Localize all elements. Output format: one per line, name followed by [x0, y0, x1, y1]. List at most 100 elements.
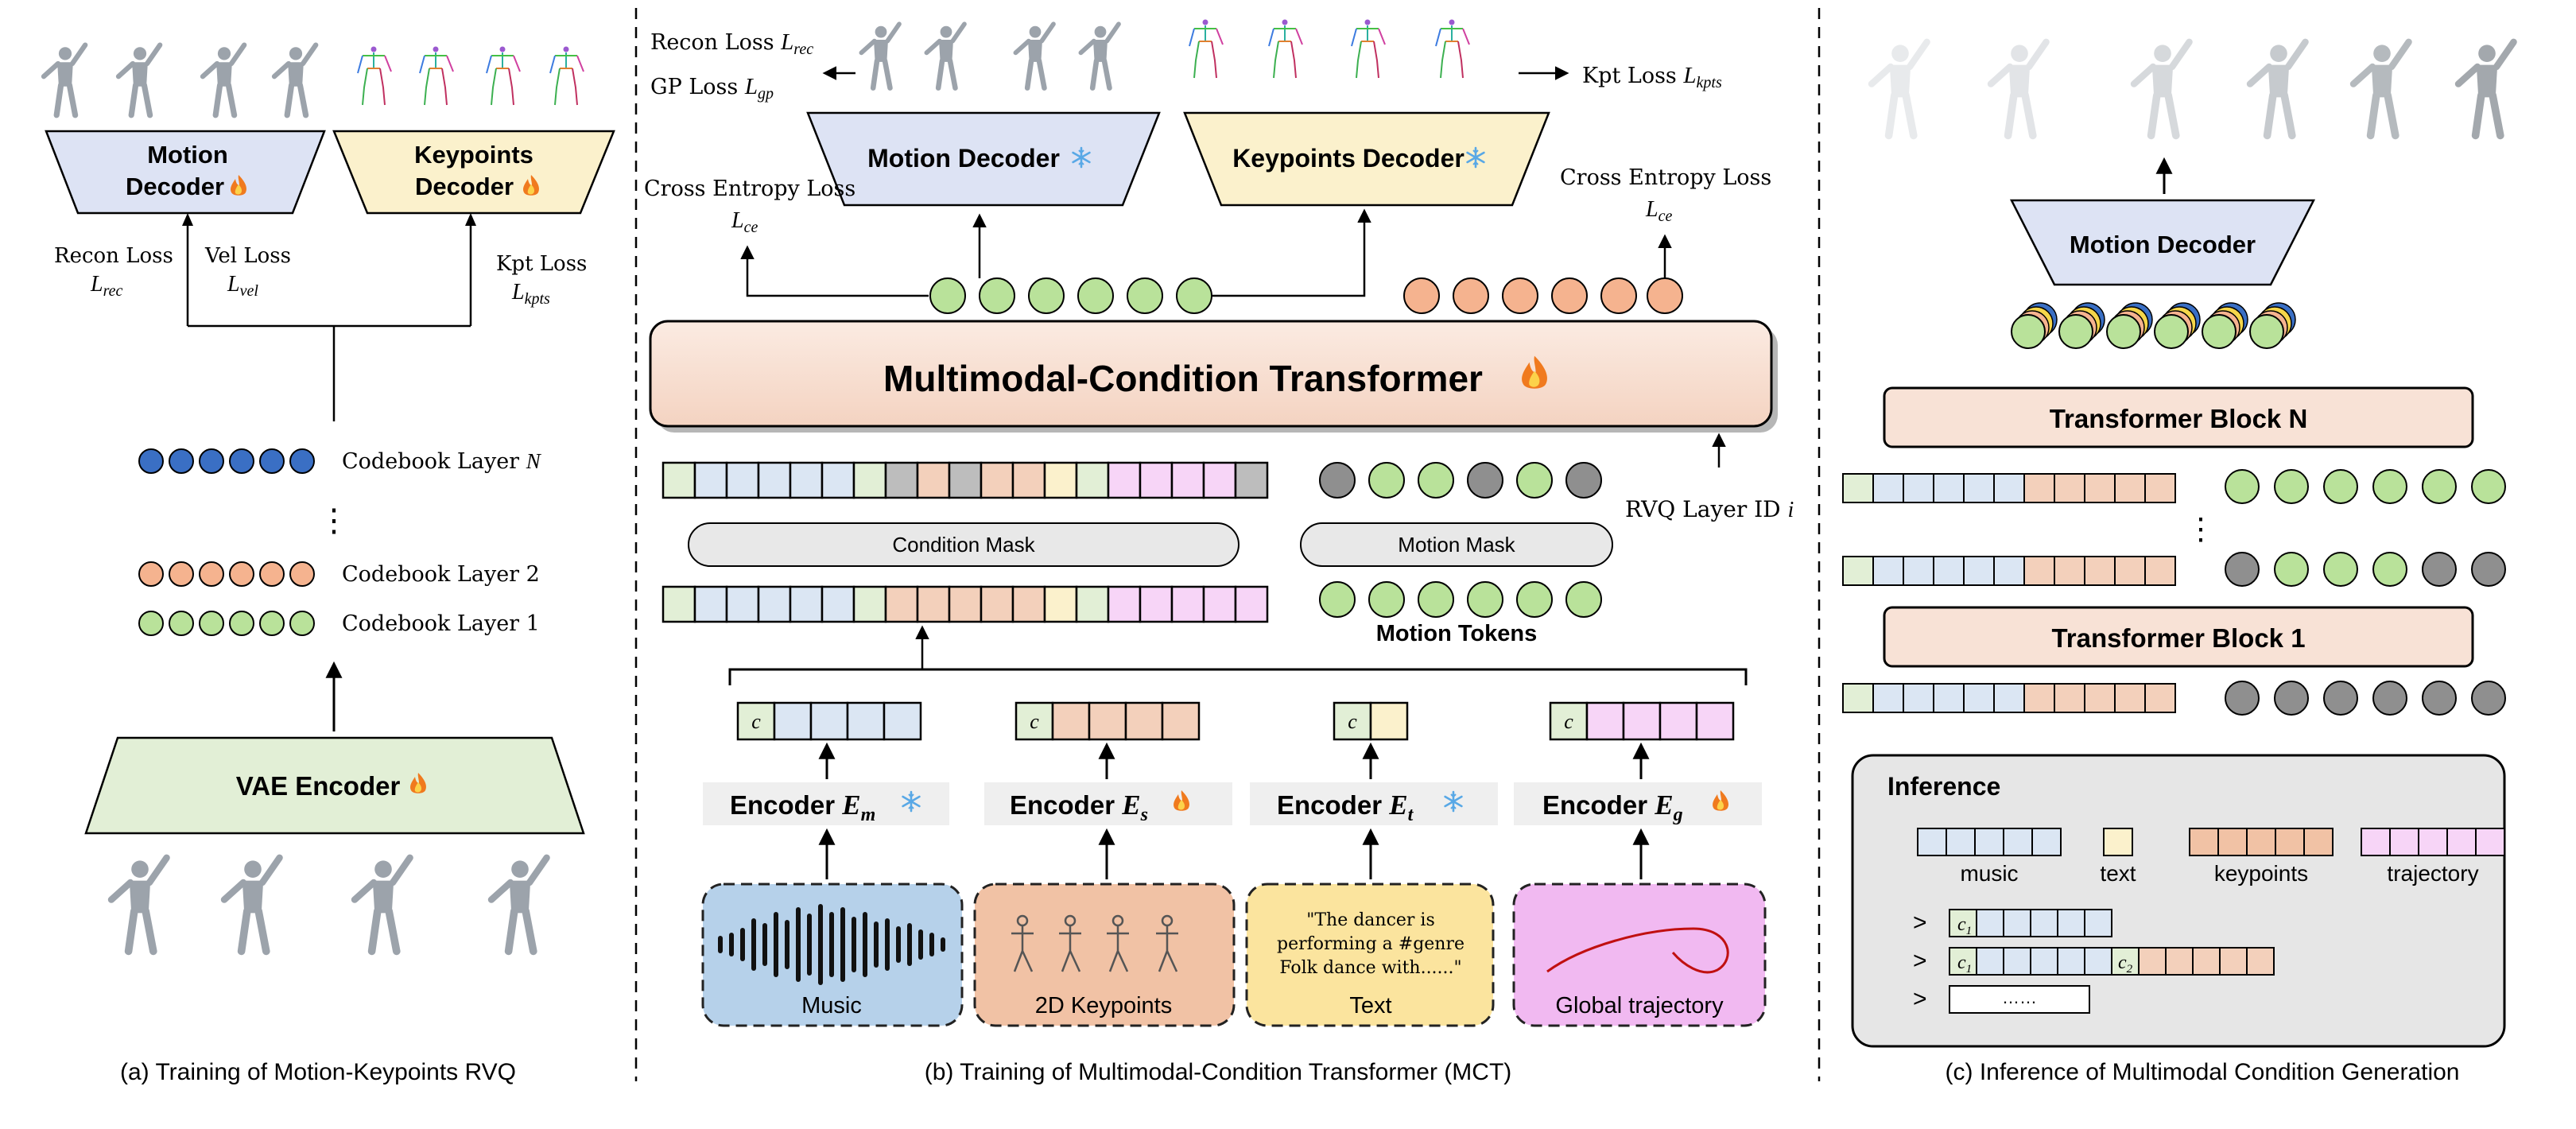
motion-decoder-label: Motion Decoder [2070, 231, 2256, 258]
legend-trajectory: trajectory [2361, 828, 2505, 886]
codebook-layer-2-label: Codebook Layer 2 [342, 562, 540, 587]
codebook-layer-1 [138, 611, 315, 636]
keypoints-token-strip: c [1014, 701, 1201, 741]
condition-row-2 [1842, 556, 2176, 586]
vae-encoder-label: VAE Encoder [236, 771, 401, 801]
vel-loss-symbol: Lvel [227, 272, 258, 300]
predicted-next-layer-tokens [1403, 277, 1683, 314]
transformer-block-n [1883, 386, 2474, 448]
motion-mask-label: Motion Mask [1398, 533, 1515, 557]
svg-text:keypoints: keypoints [2214, 861, 2308, 886]
motion-decoder-label: Motion Decoder [867, 144, 1060, 173]
ce-loss-label: Cross Entropy Loss [644, 177, 855, 201]
keypoints-encoder: Encoder Es [984, 782, 1232, 825]
text-input-quote: Folk dance with......" [1279, 958, 1461, 978]
text-input-quote: "The dancer is [1306, 910, 1435, 930]
ce-loss-symbol: Lce [1645, 197, 1672, 225]
transformer-block-n-label: Transformer Block N [2050, 404, 2308, 433]
motion-row-n [2225, 469, 2506, 504]
kpt-loss-label: Kpt Loss Lkpts [1582, 63, 1722, 91]
codebook-layer-2 [138, 561, 315, 587]
transformer-block-1-label: Transformer Block 1 [2051, 623, 2305, 653]
svg-text:Encoder Em: Encoder Em [730, 790, 875, 825]
inference-title: Inference [1887, 772, 2000, 801]
multimodal-condition-transformer [649, 320, 1773, 428]
ellipsis: ⋮ [318, 502, 350, 539]
svg-text:>: > [1913, 948, 1927, 974]
keypoints-decoder-label: Decoder [415, 173, 514, 200]
svg-text:>: > [1913, 986, 1927, 1012]
motion-tokens [1319, 581, 1602, 618]
caption-b: (b) Training of Multimodal-Condition Tra… [925, 1059, 1512, 1085]
motion-row-2 [2225, 552, 2506, 587]
text-input: "The dancer is performing a #genre Folk … [1245, 883, 1495, 1027]
svg-text:music: music [1960, 861, 2018, 886]
waveform-icon [718, 904, 945, 985]
legend-music: music [1917, 828, 2062, 886]
gp-loss-label: GP Loss Lgp [650, 74, 774, 103]
masked-motion-tokens [1319, 462, 1602, 499]
trajectory-input: Global trajectory [1512, 883, 1767, 1027]
trajectory-curve-icon [1546, 927, 1729, 974]
music-encoder: Encoder Em [703, 782, 949, 825]
condition-tokens [661, 585, 1269, 623]
svg-text:Encoder Eg: Encoder Eg [1542, 790, 1683, 825]
keypoints-decoder [332, 130, 615, 215]
panel-a: Motion Decoder Keypoints Decoder Recon L… [44, 45, 615, 1085]
svg-text:c1: c1 [1957, 914, 1972, 937]
motion-decoder [2009, 199, 2316, 286]
motion-decoder [45, 130, 326, 215]
legend-keypoints: keypoints [2189, 828, 2334, 886]
svg-text:trajectory: trajectory [2387, 861, 2478, 886]
music-input: Music [701, 883, 964, 1027]
vel-loss-label: Vel Loss [204, 244, 291, 268]
text-token-strip: c [1333, 701, 1409, 741]
motion-decoder-label: Decoder [126, 173, 224, 200]
caption-a: (a) Training of Motion-Keypoints RVQ [120, 1059, 516, 1085]
svg-text:Encoder Et: Encoder Et [1277, 790, 1414, 825]
output-keypoint-skeletons [357, 45, 584, 106]
trajectory-encoder: Encoder Eg [1514, 782, 1762, 825]
condition-row-n [1842, 473, 2176, 503]
codebook-layer-n-label: Codebook Layer N [342, 449, 542, 474]
svg-text:c2: c2 [2118, 952, 2133, 976]
decoder-connector [186, 216, 472, 421]
ce-loss-label: Cross Entropy Loss [1560, 165, 1771, 190]
text-input-label: Text [1349, 993, 1391, 1018]
motion-decoder-label: Motion [147, 141, 228, 169]
codebook-layer-1-label: Codebook Layer 1 [342, 611, 540, 636]
inference-sequence-3: > …… [1913, 985, 2090, 1014]
transformer-block-1 [1883, 606, 2474, 668]
condition-row-1 [1842, 683, 2176, 713]
music-token-strip: c [736, 701, 922, 741]
svg-text:……: …… [2002, 987, 2037, 1007]
condition-mask-label: Condition Mask [892, 533, 1035, 557]
svg-text:Encoder Es: Encoder Es [1010, 790, 1148, 825]
motion-mask [1300, 522, 1613, 567]
keypoints-decoder-label: Keypoints Decoder [1232, 144, 1465, 173]
input-motion-figures [111, 858, 547, 952]
svg-text:text: text [2100, 861, 2136, 886]
inference-sequence-2: > c1 c2 [1913, 947, 2275, 976]
text-encoder: Encoder Et [1250, 782, 1498, 825]
panel-c: Motion Decoder [1842, 42, 2514, 1085]
keypoints-input: 2D Keypoints [973, 883, 1236, 1027]
motion-decoder [806, 111, 1161, 207]
trajectory-input-label: Global trajectory [1555, 993, 1724, 1018]
keypoints-decoder [1183, 111, 1550, 207]
recon-loss-symbol: Lrec [90, 272, 122, 300]
inference-sequence-1: > c1 [1913, 909, 2112, 937]
recon-loss-label: Recon Loss Lrec [650, 29, 813, 58]
keypoints-decoder-label: Keypoints [414, 141, 533, 169]
generated-motion-figures [1872, 42, 2514, 136]
output-motion-figures [861, 24, 1119, 87]
svg-text:>: > [1913, 910, 1927, 936]
text-input-quote: performing a #genre [1277, 934, 1465, 954]
svg-text:c1: c1 [1957, 952, 1972, 976]
condition-mask [688, 522, 1240, 567]
keypoints-input-label: 2D Keypoints [1035, 993, 1173, 1018]
svg-text:c: c [1348, 710, 1357, 733]
encoder-brace [728, 668, 1748, 685]
motion-tokens-label: Motion Tokens [1376, 621, 1537, 646]
